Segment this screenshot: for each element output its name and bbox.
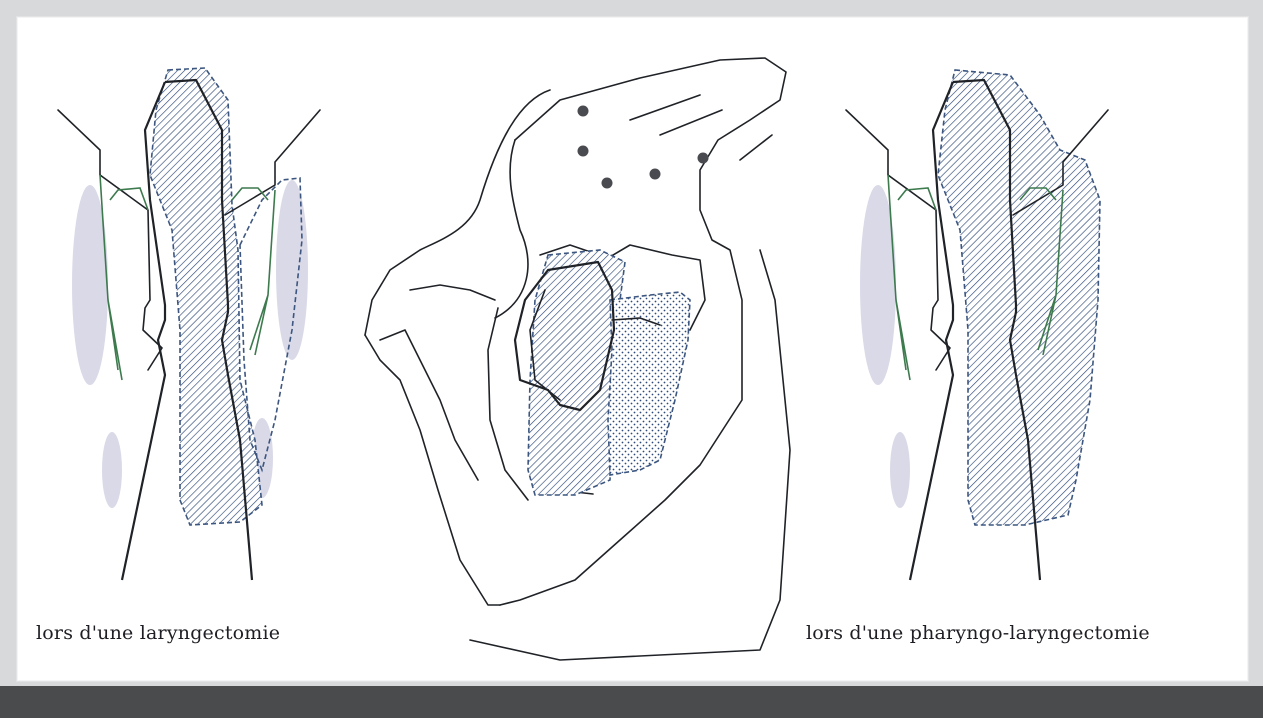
trachea-front: [488, 308, 528, 500]
neck-front: [365, 335, 500, 605]
marker-dot-2: [578, 146, 589, 157]
jaw-curve: [495, 140, 528, 318]
resection-zone-pharyngolarynx-r: [938, 70, 1100, 525]
laryngectomy-diagram: [58, 68, 320, 580]
airway-right-wall: [225, 110, 320, 215]
marker-dot-3: [602, 178, 613, 189]
vocal-fold-left: [100, 175, 148, 380]
vocal-fold-left-r: [888, 175, 936, 380]
caption-laryngectomy: lors d'une laryngectomie: [36, 622, 280, 644]
pharyngolaryngectomy-diagram: [846, 70, 1108, 580]
palate-line: [630, 95, 772, 160]
marker-dot-4: [650, 169, 661, 180]
mandible-line: [365, 90, 550, 335]
marker-dot-5: [698, 153, 709, 164]
marker-dot-1: [578, 106, 589, 117]
caption-pharyngolaryngectomy: lors d'une pharyngo-laryngectomie: [806, 622, 1150, 644]
anatomy-diagram: [0, 0, 1263, 690]
resection-zone-larynx: [150, 68, 262, 525]
footer-bar: [0, 686, 1263, 718]
lateral-view-diagram: [365, 58, 790, 660]
soft-tissue-left-lower-r: [890, 432, 910, 508]
neck-lower-line: [410, 285, 495, 300]
soft-tissue-left-lower: [102, 432, 122, 508]
